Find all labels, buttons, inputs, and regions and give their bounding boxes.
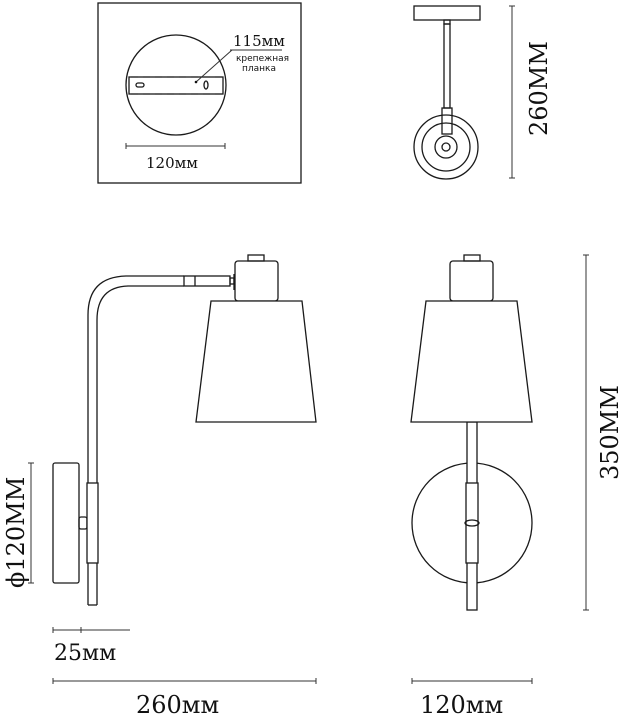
top-view: 260MM [413, 5, 553, 180]
plate-depth-label: 25мм [54, 641, 116, 666]
top-view-height-label: 260MM [525, 41, 553, 136]
lamp-shade-front [410, 300, 533, 423]
socket-housing-front [449, 260, 494, 302]
plate-diameter-label: ϕ120MM [2, 477, 30, 588]
mount-plate-circle [125, 34, 227, 136]
arm-coupling [183, 275, 231, 287]
rod [443, 23, 451, 109]
bracket-hole [203, 80, 209, 90]
stem-sleeve [465, 482, 479, 564]
wall-mount-sleeve [86, 482, 99, 564]
mount-plate-view: 115мм крепежная планка 120мм [97, 2, 302, 184]
shade-outer-ring [413, 114, 479, 180]
mounting-bracket [128, 76, 224, 95]
side-view: ϕ120MM 25мм 260мм [2, 254, 317, 719]
plate-width-label: 120мм [146, 154, 198, 172]
bracket-caption-2: планка [242, 64, 276, 74]
mount-plate-frame [97, 2, 302, 184]
bracket-caption-1: крепежная [236, 54, 289, 64]
arm-inner [96, 285, 184, 605]
bracket-slot [135, 82, 145, 88]
arm-outer [87, 275, 184, 605]
total-height-label: 350MM [596, 385, 620, 480]
wall-plate-side [52, 462, 80, 584]
lamp-shade [195, 300, 317, 423]
front-view: 350MM 120мм [410, 254, 620, 719]
socket-housing [234, 260, 279, 302]
bracket-leader-line [195, 49, 233, 83]
total-width-label: 260мм [136, 691, 219, 719]
front-width-label: 120мм [420, 691, 503, 719]
bracket-length-label: 115мм [233, 32, 285, 50]
ceiling-plate [413, 5, 481, 21]
